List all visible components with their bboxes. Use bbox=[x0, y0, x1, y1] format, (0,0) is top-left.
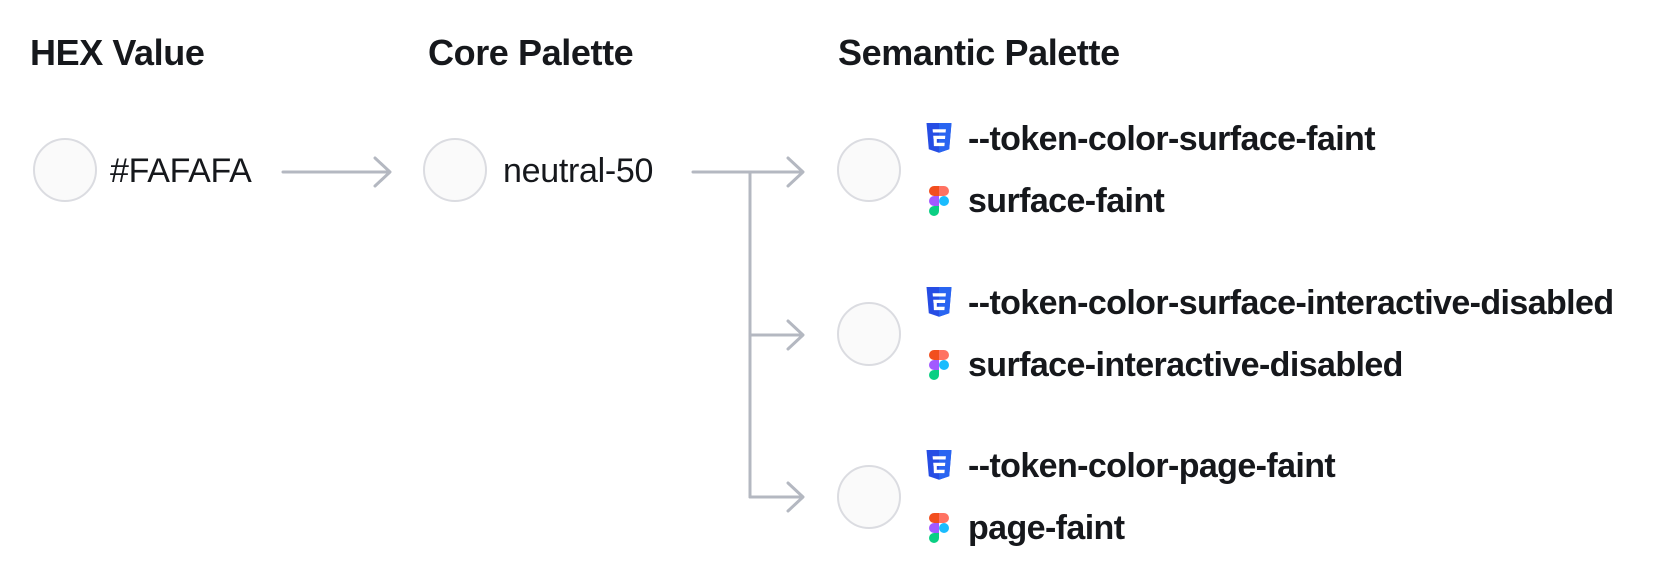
semantic-token-row: --token-color-surface-faint surface-fain… bbox=[837, 111, 1376, 229]
core-palette-heading: Core Palette bbox=[428, 32, 634, 73]
figma-style-name: surface-faint bbox=[968, 181, 1165, 220]
figma-token-line: surface-interactive-disabled bbox=[925, 337, 1614, 393]
css-token-line: --token-color-page-faint bbox=[925, 438, 1336, 494]
arrow-branch-bottom-head bbox=[786, 481, 805, 513]
semantic-token-row: --token-color-surface-interactive-disabl… bbox=[837, 275, 1614, 393]
core-palette-label: neutral-50 bbox=[503, 151, 654, 190]
semantic-token-row: --token-color-page-faint page-faint bbox=[837, 438, 1336, 556]
figma-logo-icon bbox=[925, 186, 953, 216]
css3-shield-icon bbox=[925, 449, 953, 483]
semantic-color-swatch bbox=[837, 302, 901, 366]
figma-logo-icon bbox=[925, 513, 953, 543]
arrow-core-to-semantic-top-head bbox=[786, 156, 805, 188]
semantic-color-swatch bbox=[837, 138, 901, 202]
arrow-branch-middle-head bbox=[786, 319, 805, 351]
figma-logo-icon bbox=[925, 350, 953, 380]
figma-token-line: surface-faint bbox=[925, 173, 1375, 229]
figma-token-line: page-faint bbox=[925, 500, 1335, 556]
semantic-color-swatch bbox=[837, 465, 901, 529]
figma-style-name: surface-interactive-disabled bbox=[968, 345, 1403, 384]
css3-shield-icon bbox=[925, 286, 953, 320]
css-variable-name: --token-color-surface-interactive-disabl… bbox=[968, 283, 1614, 322]
figma-style-name: page-faint bbox=[968, 508, 1125, 547]
hex-color-swatch bbox=[33, 138, 97, 202]
arrow-hex-to-core-head bbox=[373, 156, 392, 188]
css-variable-name: --token-color-page-faint bbox=[968, 446, 1336, 485]
css-token-line: --token-color-surface-faint bbox=[925, 111, 1376, 167]
core-color-swatch bbox=[423, 138, 487, 202]
css-token-line: --token-color-surface-interactive-disabl… bbox=[925, 275, 1614, 331]
css-variable-name: --token-color-surface-faint bbox=[968, 119, 1376, 158]
hex-value-heading: HEX Value bbox=[30, 32, 205, 73]
hex-value-label: #FAFAFA bbox=[110, 151, 252, 190]
css3-shield-icon bbox=[925, 122, 953, 156]
semantic-palette-heading: Semantic Palette bbox=[838, 32, 1120, 73]
